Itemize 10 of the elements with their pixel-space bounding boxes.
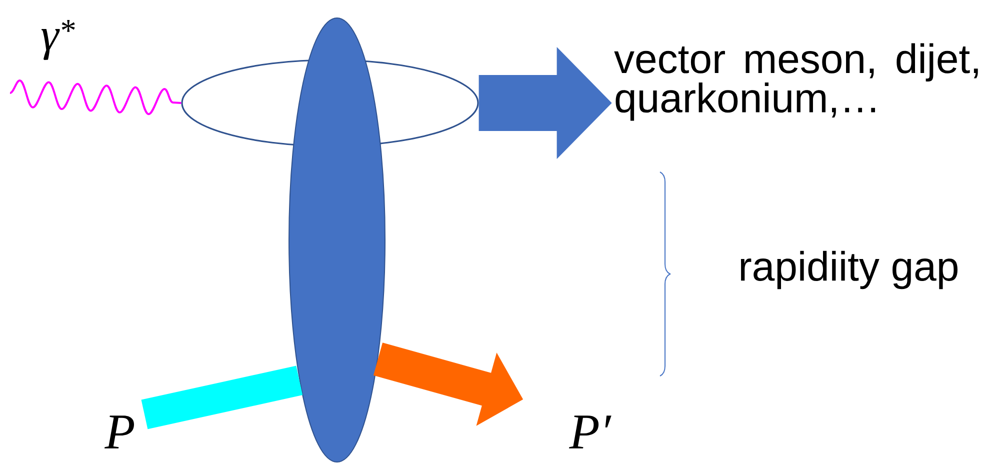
proton-bar (141, 366, 303, 430)
photon-label: γ$^{*}$ (41, 20, 75, 60)
interaction-blob (288, 18, 386, 462)
particle-label: P (104, 416, 134, 448)
photon-wave (9, 80, 182, 116)
block-arrow (478, 47, 612, 159)
proton-arrow (373, 342, 524, 426)
particle-label: P′ (569, 416, 612, 448)
product-label: vector meson, dijet, quarkonium,… (614, 43, 978, 121)
gap-label: rapidiity gap (740, 250, 958, 290)
